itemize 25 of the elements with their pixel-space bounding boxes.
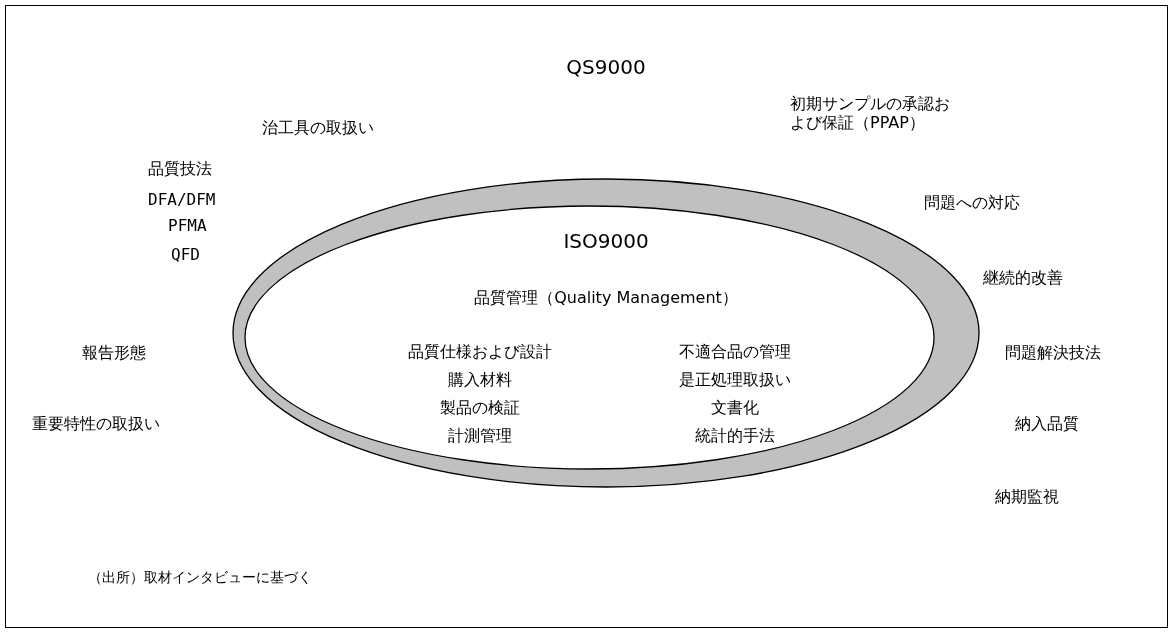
requirement-label: DFA/DFM [148, 190, 216, 210]
requirement-label: QS9000 [566, 55, 646, 79]
item-text: 購入材料 [448, 370, 512, 390]
item-text: 不適合品の管理 [679, 342, 791, 362]
item-text: 品質仕様および設計 [408, 342, 552, 362]
requirement-label: PFMA [168, 216, 207, 236]
item-text: 計測管理 [448, 426, 512, 446]
requirement-label: 品質技法 [148, 159, 212, 179]
requirement-label: 納期監視 [995, 487, 1059, 507]
item-text: 統計的手法 [695, 426, 775, 446]
requirement-label: 治工具の取扱い [262, 118, 374, 138]
requirement-label: 問題解決技法 [1005, 343, 1101, 363]
requirement-label: 初期サンプルの承認および保証（PPAP） [790, 94, 951, 133]
ellipse-subtitle: 品質管理（Quality Management） [474, 288, 738, 308]
item-text: 製品の検証 [440, 398, 520, 418]
requirement-label: QFD [171, 245, 200, 265]
item-text: 文書化 [711, 398, 759, 418]
requirement-label: 報告形態 [82, 343, 146, 363]
requirement-label: 納入品質 [1015, 414, 1079, 434]
requirement-label: 継続的改善 [983, 268, 1063, 288]
ellipse-title: ISO9000 [563, 229, 649, 253]
source-note: （出所）取材インタビューに基づく [88, 569, 312, 586]
requirement-label: 重要特性の取扱い [32, 414, 160, 434]
requirement-label: 問題への対応 [924, 193, 1020, 213]
item-text: 是正処理取扱い [679, 370, 791, 390]
